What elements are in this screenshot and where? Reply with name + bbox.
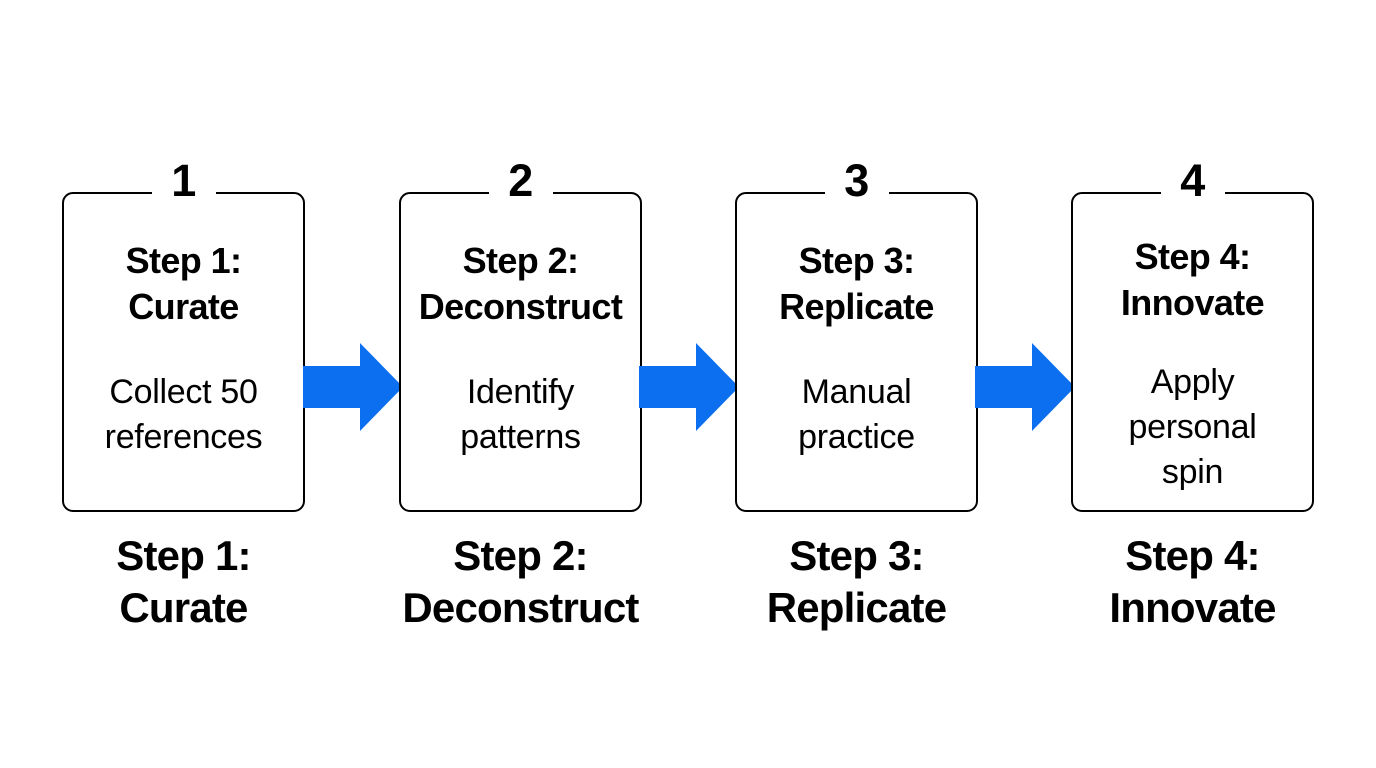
step-box-2: [399, 190, 642, 512]
step-caption-4: Step 4: Innovate: [1109, 532, 1276, 631]
step-number-badge-2: 2: [495, 158, 546, 203]
step-content-3: Step 3: Replicate Manual practice: [731, 238, 982, 460]
step-caption-3: Step 3: Replicate: [766, 532, 947, 631]
process-step-2[interactable]: 2 Step 2: Deconstruct Identify patterns …: [399, 158, 642, 631]
flow-arrow-right-icon-2: [639, 343, 739, 431]
step-number-badge-4: 4: [1167, 158, 1218, 203]
step-number-badge-3: 3: [831, 158, 882, 203]
process-step-4[interactable]: 4 Step 4: Innovate Apply personal spin S…: [1071, 158, 1314, 631]
step-box-4: [1071, 190, 1314, 512]
step-caption-1: Step 1: Curate: [116, 532, 251, 631]
step-title-4: Step 4: Innovate: [1120, 236, 1265, 323]
step-content-1: Step 1: Curate Collect 50 references: [58, 238, 309, 460]
flow-arrow-right-icon-3: [975, 343, 1075, 431]
step-description-2: Identify patterns: [460, 373, 581, 456]
flow-arrow-right-icon-1: [303, 343, 403, 431]
step-number-badge-1: 1: [158, 158, 209, 203]
step-description-3: Manual practice: [798, 373, 915, 456]
step-content-2: Step 2: Deconstruct Identify patterns: [395, 238, 646, 460]
process-step-1[interactable]: 1 Step 1: Curate Collect 50 references S…: [62, 158, 305, 631]
step-content-4: Step 4: Innovate Apply personal spin: [1067, 234, 1318, 495]
step-description-4: Apply personal spin: [1128, 363, 1257, 491]
step-title-1: Step 1: Curate: [125, 240, 242, 327]
step-title-3: Step 3: Replicate: [779, 240, 934, 327]
step-title-2: Step 2: Deconstruct: [418, 240, 623, 327]
step-description-1: Collect 50 references: [104, 373, 263, 456]
step-caption-2: Step 2: Deconstruct: [402, 532, 639, 631]
process-step-3[interactable]: 3 Step 3: Replicate Manual practice Step…: [735, 158, 978, 631]
